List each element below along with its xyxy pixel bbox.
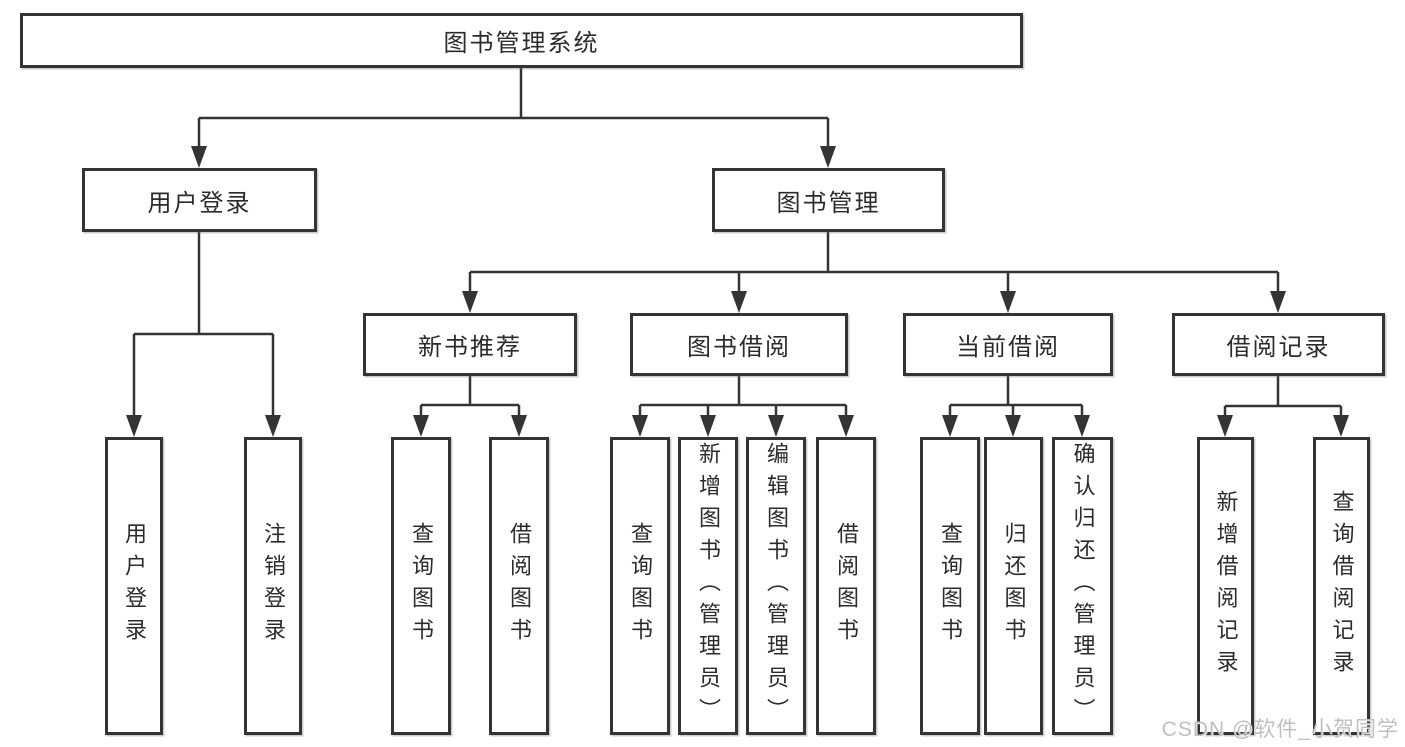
node-library-system: 图书管理系统 [20,13,1023,68]
leaf-user-login: 用户登录 [105,437,163,735]
leaf-logout: 注销登录 [244,437,302,735]
leaf-records-add-record: 新增借阅记录 [1197,437,1254,735]
leaf-recommend-query-book: 查询图书 [391,437,451,735]
leaf-current-confirm-return-admin: 确认归还（管理员） [1052,437,1113,735]
leaf-records-query-record: 查询借阅记录 [1313,437,1370,735]
csdn-watermark: CSDN @软件_小贺同学 [1161,718,1399,741]
node-book-borrowing: 图书借阅 [630,313,848,376]
connector-lines [132,68,1343,421]
leaf-borrowing-add-book-admin: 新增图书（管理员） [678,437,738,735]
node-book-management: 图书管理 [712,168,945,232]
leaf-borrowing-borrow-book: 借阅图书 [816,437,876,735]
leaf-borrowing-query-book: 查询图书 [610,437,670,735]
leaf-current-return-book: 归还图书 [984,437,1043,735]
leaf-recommend-borrow-book: 借阅图书 [489,437,549,735]
node-borrowing-records: 借阅记录 [1172,313,1385,376]
node-new-book-recommend: 新书推荐 [363,313,577,376]
arrowhead-markers [126,146,1349,437]
leaf-current-query-book: 查询图书 [920,437,980,735]
node-user-login: 用户登录 [82,168,317,232]
leaf-borrowing-edit-book-admin: 编辑图书（管理员） [746,437,806,735]
node-current-borrowing: 当前借阅 [903,313,1113,376]
